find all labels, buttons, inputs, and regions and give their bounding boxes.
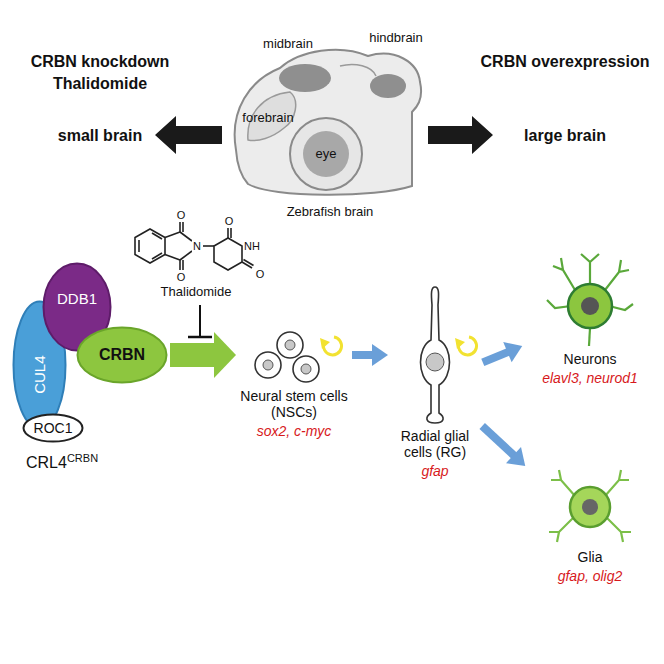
complex-name: CRL4 [26,454,67,471]
text-label: hindbrain [369,31,423,46]
complex-label: CRL4CRBN [26,452,98,472]
cell-type-name: Neurons [525,351,655,367]
atom-symbol: O [176,271,187,284]
arrow-shaft [170,343,215,367]
complex-superscript: CRBN [67,452,98,464]
radial-glial-cell: Radial glial cells (RG) gfap [390,285,480,479]
subunit-name: CRBN [99,346,145,364]
arrow-shaft [483,352,509,363]
text-label: large brain [524,127,606,145]
marker-genes: gfap [390,463,480,479]
crbn-subunit: CRBN [76,326,168,384]
glia-cell: Glia gfap, olig2 [525,468,655,584]
arrow-shaft [482,426,514,456]
cell-figure [390,285,480,425]
flow-arrow [352,344,388,366]
text-label: midbrain [263,37,313,52]
text-label: eye [316,147,337,162]
shrink-arrow [155,116,222,154]
text-label: Thalidomide [53,75,147,93]
subunit-name: CUL4 [31,356,48,394]
grow-arrow [428,116,493,154]
atom-symbol: O [224,215,235,228]
cell-figure [525,468,655,546]
inhibition-bar [188,336,212,339]
atom-symbol: N [192,240,202,253]
text-label: forebrain [242,111,293,126]
arrowhead [214,332,236,378]
flow-arrow [482,426,525,466]
ellipse-shape [78,328,167,383]
marker-genes: gfap, olig2 [525,568,655,584]
text-label: CRBN overexpression [481,53,650,71]
cell-type-name: Radial glial cells (RG) [390,428,480,460]
roc1-subunit: ROC1 [22,413,84,443]
text-label: Thalidomide [161,285,232,300]
ellipse-shape [24,415,83,442]
zebrafish-brain [235,50,421,195]
cell-figure [525,250,655,348]
flow-arrow [170,332,236,378]
cell-type-name: Neural stem cells (NSCs) [238,388,350,420]
marker-genes: elavl3, neurod1 [525,370,655,386]
atom-symbol: O [255,268,266,281]
text-label: small brain [58,127,142,145]
neural-stem-cells: Neural stem cells (NSCs) sox2, c-myc [238,325,350,439]
subunit-name: ROC1 [34,420,73,436]
flow-arrow [483,342,522,362]
arrowhead [372,344,388,366]
marker-genes: sox2, c-myc [238,423,350,439]
neuron-cell: Neurons elavl3, neurod1 [525,250,655,386]
cell-type-name: Glia [525,549,655,565]
atom-symbol: NH [243,240,261,253]
thalidomide-structure [135,222,254,270]
inhibition-line [199,305,201,337]
text-label: CRBN knockdown [31,53,170,71]
arrowhead [503,342,522,362]
arrowhead [506,447,525,466]
text-label: Zebrafish brain [287,205,374,220]
subunit-name: DDB1 [57,290,97,307]
arrow-shaft [352,351,373,359]
cell-figure [238,325,350,385]
atom-symbol: O [176,209,187,222]
